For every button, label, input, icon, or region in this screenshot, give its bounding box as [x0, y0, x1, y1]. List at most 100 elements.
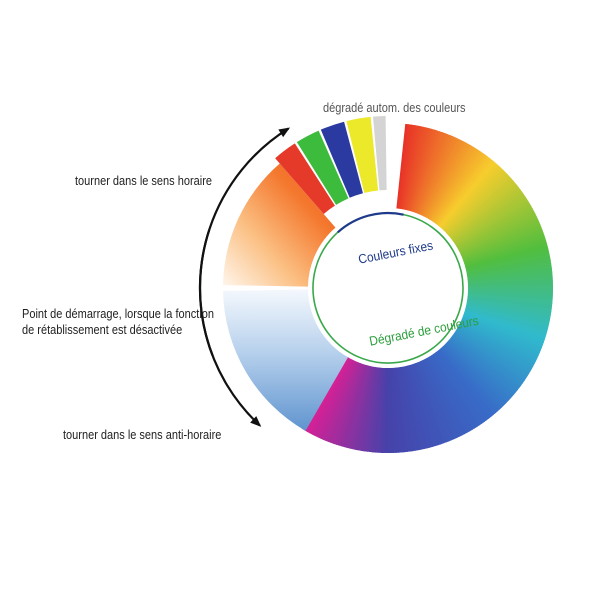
- rainbow-slice: [440, 346, 501, 412]
- cool-gradient-sector: [223, 289, 348, 431]
- rainbow-slice: [426, 357, 471, 434]
- rainbow-slice: [435, 351, 490, 421]
- rainbow-slice: [453, 193, 526, 244]
- rainbow-slice: [449, 181, 518, 239]
- fixed-color-segment: [296, 130, 349, 205]
- fixed-color-segment: [373, 116, 387, 191]
- fixed-color-segment: [320, 121, 363, 198]
- rainbow-slice: [447, 339, 515, 398]
- rainbow-slice: [446, 340, 513, 400]
- rainbow-slice: [411, 363, 442, 446]
- rainbow-slice: [456, 203, 532, 249]
- rainbow-slice: [437, 349, 495, 418]
- rainbow-slice: [443, 343, 507, 406]
- rainbow-slice: [414, 362, 448, 444]
- rainbow-slice: [448, 179, 516, 238]
- rainbow-slice: [465, 250, 550, 273]
- rainbow-slice: [467, 267, 553, 281]
- rainbow-slice: [466, 259, 552, 277]
- start-point-label: Point de démarrage, lorsque la fonction …: [22, 306, 214, 338]
- rainbow-slice: [436, 350, 492, 420]
- rainbow-slice: [446, 175, 512, 236]
- rainbow-slice: [462, 226, 543, 261]
- auto-gradient-label: dégradé autom. des couleurs: [323, 101, 466, 115]
- warm-gradient-sector: [223, 163, 336, 287]
- rainbow-slice: [449, 337, 519, 394]
- rainbow-slice: [440, 163, 500, 230]
- rainbow-slice: [466, 256, 551, 275]
- rainbow-slice: [465, 248, 550, 271]
- rainbow-slice: [415, 362, 450, 443]
- rainbow-slice: [467, 262, 552, 278]
- rainbow-slice: [439, 161, 498, 229]
- arrow-head-counterclockwise-icon: [250, 416, 262, 427]
- color-wheel-fixed-segments: [275, 116, 387, 215]
- rainbow-slice: [455, 198, 529, 247]
- rainbow-slice: [409, 364, 437, 448]
- rainbow-slice: [467, 276, 553, 285]
- rainbow-slice: [459, 213, 538, 254]
- rainbow-slice: [433, 352, 485, 425]
- rainbow-slice: [403, 365, 426, 450]
- rainbow-slice: [429, 355, 478, 429]
- rainbow-slice: [402, 366, 423, 451]
- rainbow-slice: [396, 367, 411, 452]
- rainbow-slice: [457, 208, 535, 252]
- rainbow-slice: [464, 237, 547, 266]
- rainbow-slice: [457, 205, 534, 250]
- rainbow-slice: [467, 265, 552, 280]
- rainbow-slice: [423, 358, 466, 436]
- rainbow-slice: [417, 361, 453, 442]
- rainbow-slice: [443, 169, 506, 233]
- rainbow-slice: [407, 364, 434, 448]
- fixed-color-segment: [346, 116, 379, 193]
- rainbow-slice: [392, 367, 403, 453]
- rainbow-slice: [437, 157, 494, 227]
- rainbow-slice: [430, 354, 481, 428]
- rainbow-slice: [448, 338, 517, 396]
- center-disc: [308, 208, 468, 368]
- rainbow-slice: [458, 210, 536, 253]
- rainbow-slice: [421, 359, 461, 439]
- rainbow-slice: [405, 365, 428, 450]
- rainbow-slice: [435, 154, 489, 225]
- rainbow-slice: [391, 367, 400, 453]
- rainbow-slice: [455, 200, 531, 248]
- rainbow-slice: [445, 341, 511, 402]
- rainbow-slice: [410, 364, 439, 447]
- rainbow-slice: [444, 342, 509, 404]
- rainbow-slice: [463, 231, 545, 263]
- rainbow-slice: [450, 184, 520, 240]
- rainbow-slice: [447, 177, 514, 237]
- color-wheel-rainbow: [301, 123, 553, 453]
- rainbow-slice: [467, 273, 553, 284]
- rainbow-slice: [460, 218, 540, 257]
- rainbow-slice: [451, 335, 522, 389]
- rainbow-slice: [441, 345, 503, 410]
- rainbow-slice: [406, 365, 431, 449]
- rainbow-slice: [466, 253, 551, 274]
- rainbow-slice: [444, 171, 508, 234]
- rainbow-slice: [439, 347, 499, 414]
- rainbow-slice: [451, 188, 523, 242]
- start-point-label-line1: Point de démarrage, lorsque la fonction: [22, 307, 215, 321]
- rainbow-slice: [461, 220, 541, 258]
- rainbow-slice: [394, 367, 406, 453]
- rainbow-slice: [433, 152, 487, 224]
- clockwise-label: tourner dans le sens horaire: [75, 174, 212, 188]
- rainbow-slice: [452, 191, 525, 243]
- rainbow-slice: [442, 167, 504, 232]
- rainbow-slice: [398, 367, 414, 452]
- rainbow-slice: [432, 151, 485, 223]
- inner-ring-fixed-arc: [337, 211, 404, 234]
- rainbow-slice: [467, 270, 553, 282]
- start-point-label-line2: de rétablissement est désactivée: [22, 323, 183, 337]
- rainbow-slice: [461, 223, 542, 259]
- rainbow-slice: [452, 333, 524, 387]
- arrow-head-clockwise-icon: [278, 127, 291, 138]
- rainbow-slice: [454, 195, 528, 246]
- color-wheel-cool-sector: [223, 289, 348, 431]
- rainbow-slice: [427, 356, 473, 432]
- rainbow-slice: [464, 242, 548, 269]
- rainbow-slice: [401, 366, 420, 451]
